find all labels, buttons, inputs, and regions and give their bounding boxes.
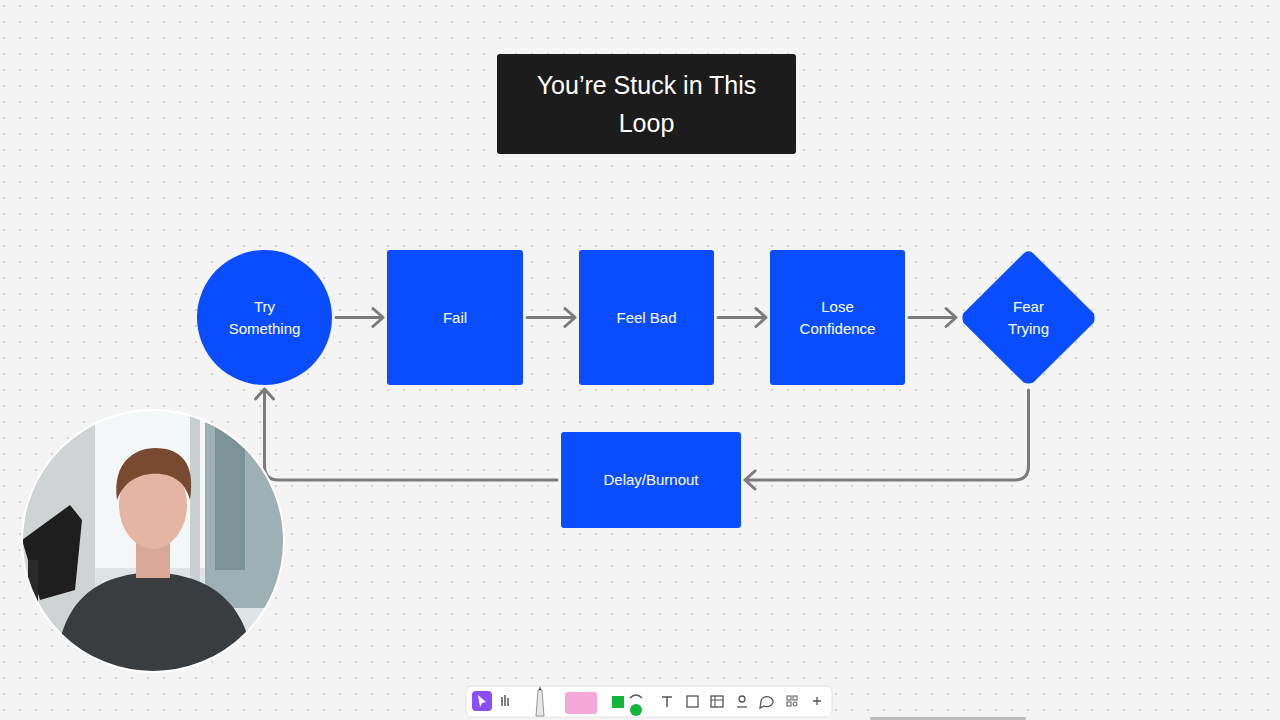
node-label: Feel Bad xyxy=(616,307,676,329)
node-label: Try Something xyxy=(220,296,310,340)
flow-arrow xyxy=(909,309,956,327)
decision-diamond: Fear Trying xyxy=(960,250,1097,386)
diamond-outline xyxy=(960,250,1097,386)
process-box: Lose Confidence xyxy=(770,250,905,385)
title-banner: You’re Stuck in This Loop xyxy=(497,54,796,154)
node-label: Lose Confidence xyxy=(793,296,883,340)
circle-outline xyxy=(197,250,332,385)
flow-arrow xyxy=(336,309,383,327)
process-box: Fail xyxy=(387,250,523,385)
node-label: Fear Trying xyxy=(994,296,1064,340)
flow-arrow xyxy=(718,309,766,327)
flow-arrow xyxy=(745,390,1029,489)
start-circle: Try Something xyxy=(197,250,332,385)
title-text: You’re Stuck in This Loop xyxy=(522,66,772,142)
node-label: Delay/Burnout xyxy=(603,469,698,491)
flow-arrow xyxy=(256,389,558,480)
process-box: Feel Bad xyxy=(579,250,714,385)
process-box: Delay/Burnout xyxy=(561,432,741,528)
scrollbar xyxy=(870,717,1026,720)
node-label: Fail xyxy=(443,307,467,329)
whiteboard-toolbar xyxy=(466,686,832,717)
flow-arrow xyxy=(527,309,575,327)
webcam-bubble xyxy=(20,408,290,678)
